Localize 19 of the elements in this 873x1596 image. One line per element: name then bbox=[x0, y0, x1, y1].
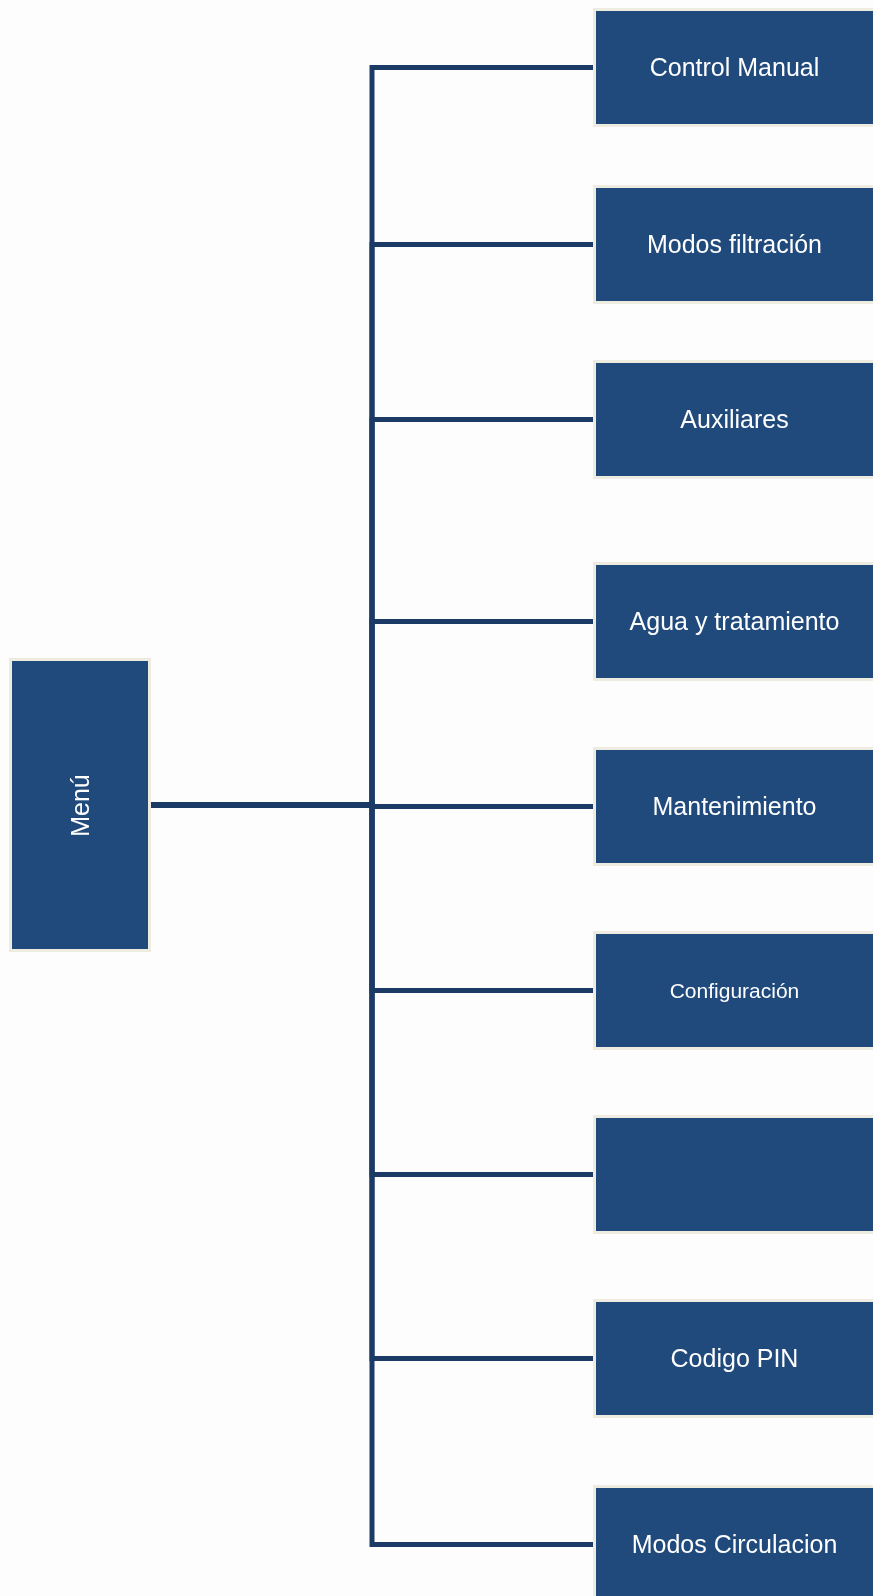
menu-label: Configuración bbox=[669, 978, 800, 1003]
menu-box bbox=[593, 360, 873, 479]
menu-label: Modos Circulacion bbox=[631, 1530, 838, 1559]
menu-box bbox=[593, 185, 873, 304]
menu-box bbox=[593, 747, 873, 866]
menu-label: Codigo PIN bbox=[670, 1344, 799, 1373]
menu-box bbox=[593, 1299, 873, 1418]
menu-label: Modos filtración bbox=[646, 230, 823, 259]
menu-label: Menú bbox=[65, 773, 95, 837]
menu-box bbox=[593, 931, 873, 1050]
menu-box bbox=[593, 562, 873, 681]
menu-label: Mantenimiento bbox=[652, 792, 817, 821]
menu-box bbox=[9, 658, 151, 952]
empty-box bbox=[593, 1115, 873, 1234]
menu-box bbox=[593, 1485, 873, 1596]
menu-label: Auxiliares bbox=[680, 405, 789, 434]
menu-label: Control Manual bbox=[649, 53, 820, 82]
menu-box bbox=[593, 8, 873, 127]
menu-label: Agua y tratamiento bbox=[629, 607, 840, 636]
